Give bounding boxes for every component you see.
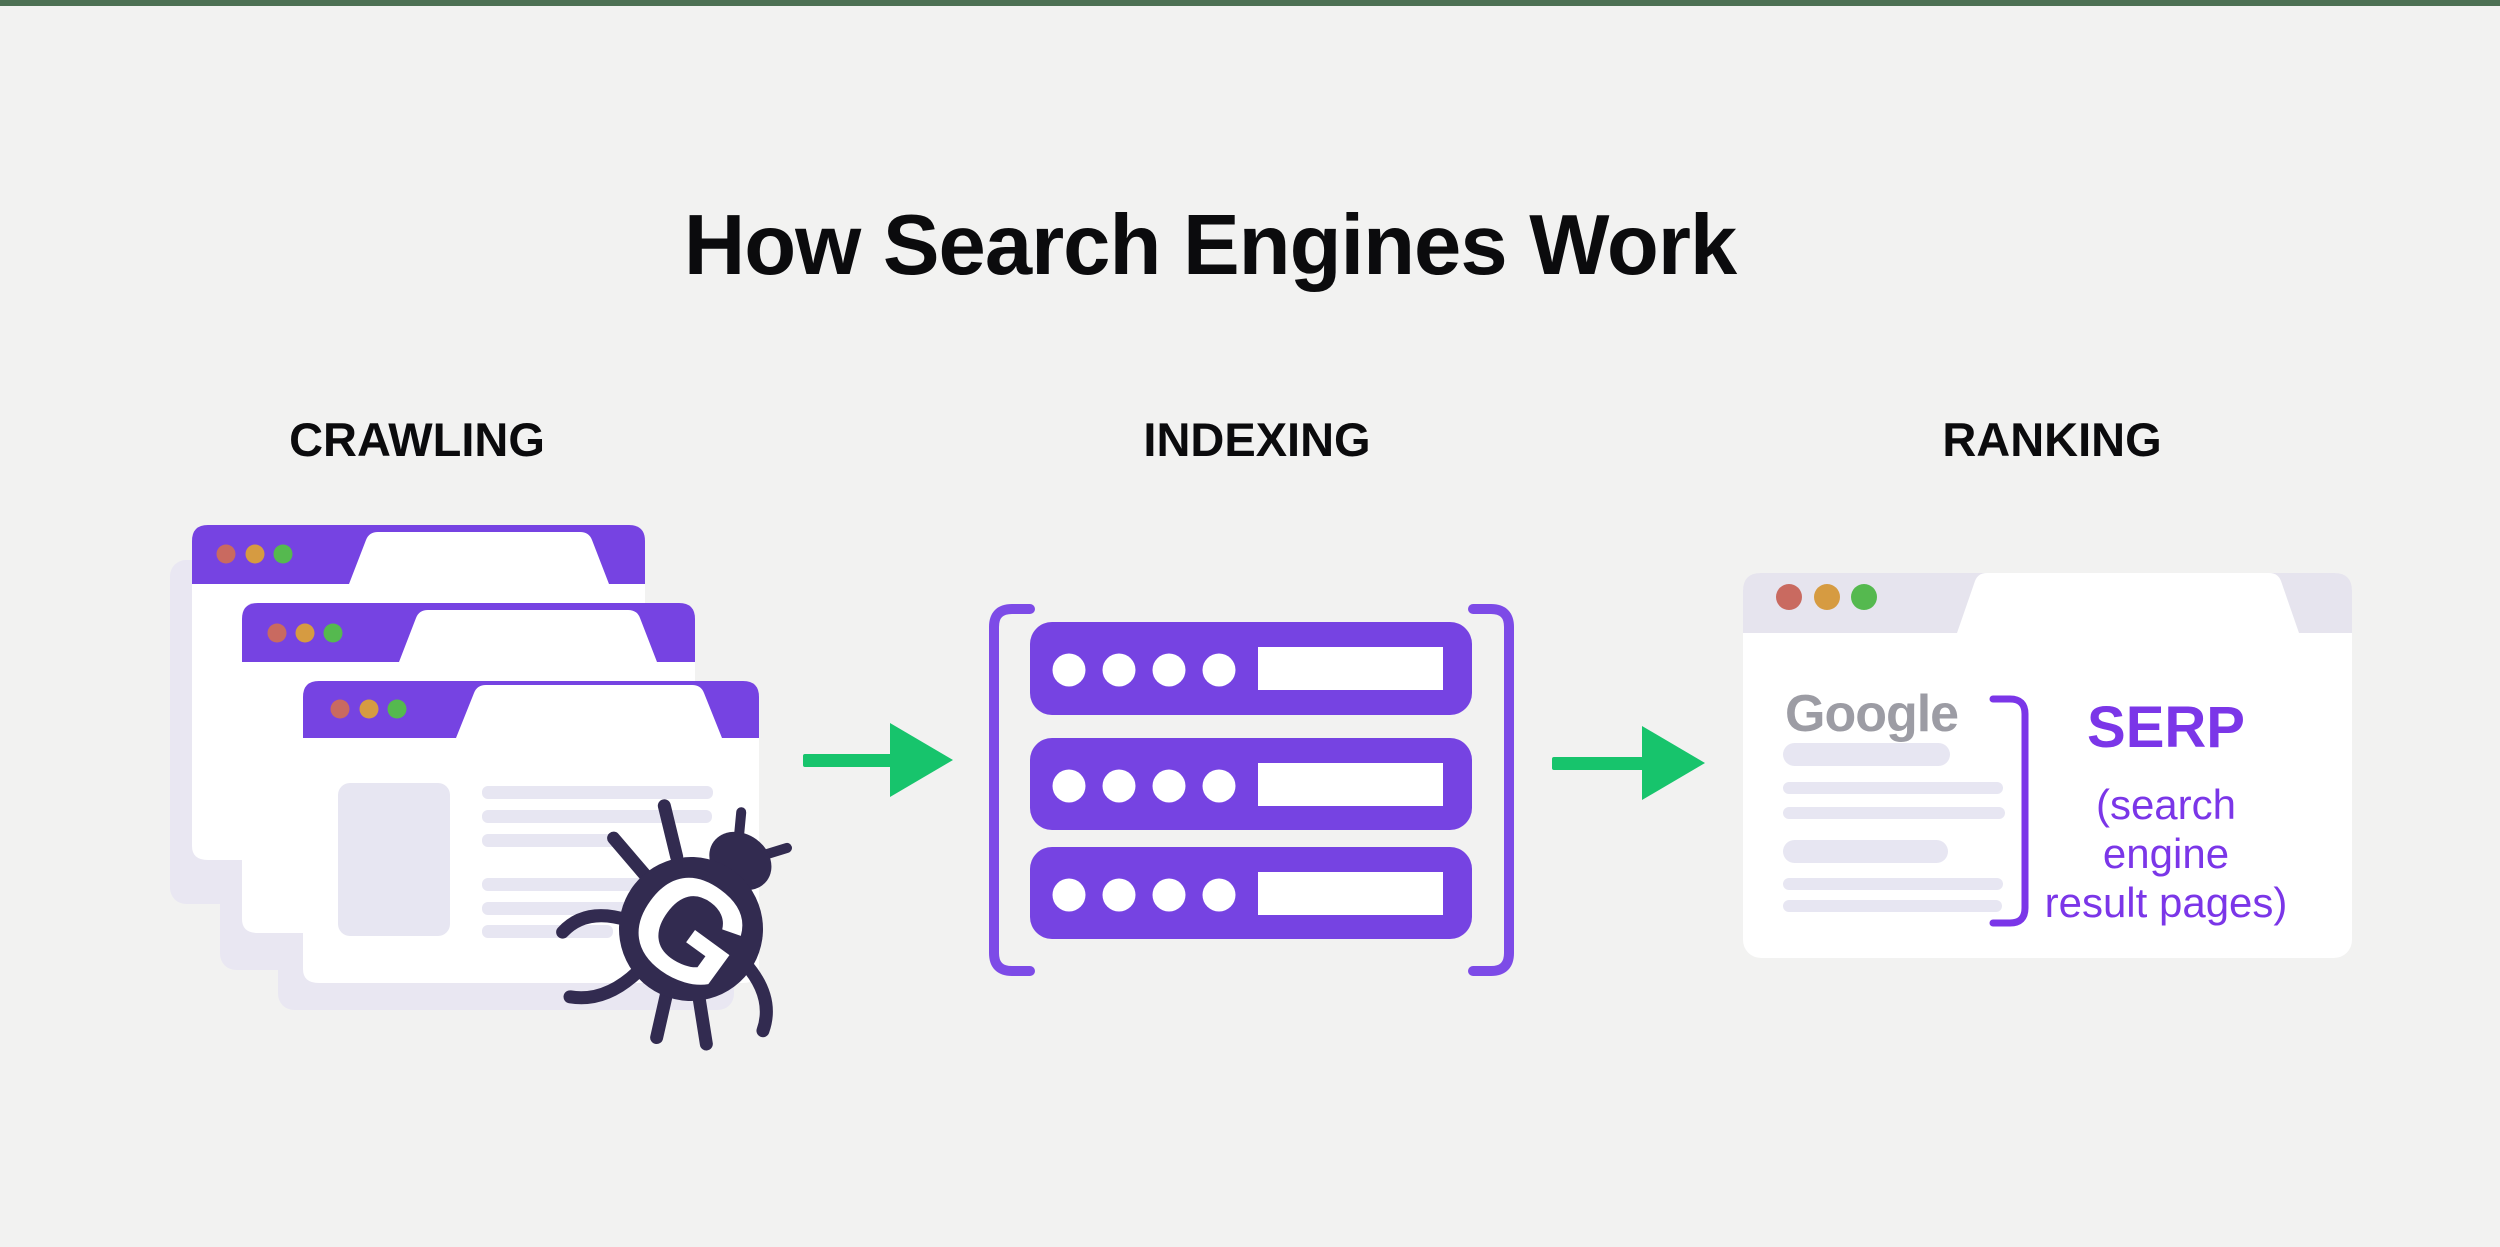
bug-body <box>619 857 763 1001</box>
google-wordmark: Google <box>1785 685 1959 743</box>
stage-label-indexing: INDEXING <box>1143 413 1371 466</box>
serp-subtitle-line: engine <box>2102 830 2230 877</box>
window-dot-green <box>387 699 407 719</box>
window-dot-green <box>273 544 293 564</box>
window-dot-green <box>1851 584 1877 610</box>
server-row-1 <box>1030 622 1472 715</box>
serp-title: SERP <box>2087 695 2245 760</box>
server-rack-icon <box>1030 622 1472 939</box>
server-row-2 <box>1030 738 1472 830</box>
window-dot-red <box>1776 584 1802 610</box>
stage-label-crawling: CRAWLING <box>289 413 545 466</box>
server-row-3 <box>1030 847 1472 939</box>
arrow-indexing-to-ranking-icon <box>1552 726 1705 800</box>
serp-browser-card <box>1743 573 2352 958</box>
search-result-placeholders <box>1783 743 2005 912</box>
googlebot-bug-icon: G <box>556 799 792 1051</box>
serp-subtitle: (search engine result pages) <box>2045 780 2288 927</box>
top-accent-bar <box>0 0 2500 6</box>
window-dot-orange <box>295 623 315 643</box>
serp-subtitle-line: result pages) <box>2044 879 2288 926</box>
serp-subtitle-line: (search <box>2095 781 2237 828</box>
window-dot-red <box>267 623 287 643</box>
window-dot-green <box>323 623 343 643</box>
serp-group-bracket-icon <box>1989 695 2029 927</box>
window-dot-red <box>330 699 350 719</box>
window-dot-orange <box>359 699 379 719</box>
window-dot-red <box>216 544 236 564</box>
window-dot-orange <box>1814 584 1840 610</box>
stage-label-ranking: RANKING <box>1942 413 2162 466</box>
page-title: How Search Engines Work <box>683 197 1737 293</box>
arrow-crawling-to-indexing-icon <box>803 723 953 797</box>
index-brackets-icon <box>989 604 1514 976</box>
window-dot-orange <box>245 544 265 564</box>
